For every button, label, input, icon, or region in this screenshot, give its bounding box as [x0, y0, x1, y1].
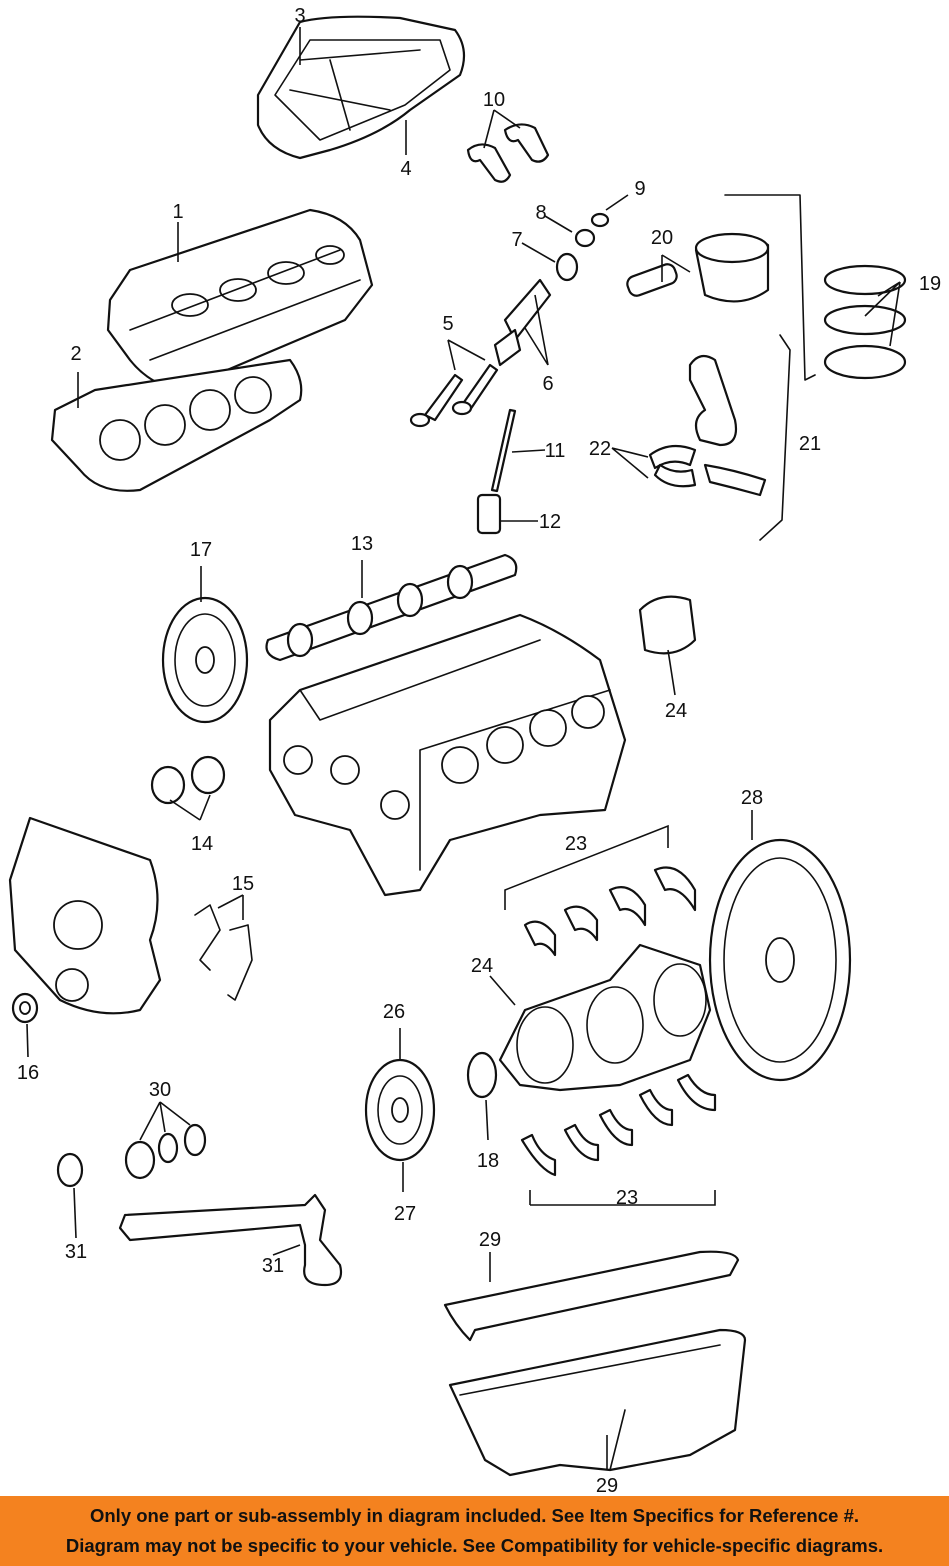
callout-31-upper: 30: [149, 1079, 171, 1101]
pushrod-and-lifter: [478, 410, 515, 533]
callout-19: 19: [919, 273, 941, 295]
main-bearings-upper: [525, 868, 695, 956]
callout-9: 9: [634, 178, 645, 200]
rocker-arms: [468, 124, 548, 181]
callout-18: 18: [477, 1150, 499, 1172]
bearing-sleeves: [152, 757, 224, 803]
callout-17: 17: [190, 539, 212, 561]
rod-bearings: [650, 446, 695, 486]
callout-1: 1: [172, 201, 183, 223]
seals-31: [58, 1125, 205, 1186]
callout-28: 28: [741, 787, 763, 809]
harmonic-balancer: [366, 1060, 434, 1160]
callout-4: 4: [400, 158, 411, 180]
callout-16: 16: [17, 1062, 39, 1084]
callout-29: 29: [596, 1475, 618, 1496]
timing-cover: [10, 818, 160, 1013]
valve-springs: [557, 214, 608, 280]
flywheel: [710, 840, 850, 1080]
head-gasket: [52, 360, 301, 491]
oil-pickup-tube: [120, 1195, 341, 1285]
cam-bearing: [640, 597, 695, 654]
callout-13: 13: [351, 533, 373, 555]
callout-23-upper: 23: [565, 833, 587, 855]
cylinder-head: [108, 210, 372, 390]
engine-parts-diagram: 3 4 10 1 2 5 6 7 8 9 20 19 21 22 11 12 1…: [0, 0, 949, 1496]
callout-14: 14: [191, 833, 213, 855]
callout-27: 27: [394, 1203, 416, 1225]
disclaimer-banner: Only one part or sub-assembly in diagram…: [0, 1496, 949, 1566]
callout-3: 3: [294, 5, 305, 27]
callout-24: 24: [471, 955, 493, 977]
callout-20: 20: [651, 227, 673, 249]
oil-pan: [450, 1330, 745, 1475]
callout-26: 26: [383, 1001, 405, 1023]
callout-15: 15: [232, 873, 254, 895]
callout-7: 7: [511, 229, 522, 251]
callout-11: 11: [545, 440, 566, 462]
callout-12: 12: [539, 511, 561, 533]
connecting-rod: [690, 335, 790, 540]
disclaimer-line-2: Diagram may not be specific to your vehi…: [0, 1531, 949, 1561]
piston: [625, 195, 815, 380]
callout-32: 31: [262, 1255, 284, 1277]
callout-8: 8: [535, 202, 546, 224]
crankshaft: [500, 945, 710, 1090]
callout-5: 5: [442, 313, 453, 335]
callout-30: 29: [479, 1229, 501, 1251]
cam-sprocket: [163, 598, 247, 722]
callout-6: 6: [542, 373, 553, 395]
callout-2: 2: [70, 343, 81, 365]
lifter-guides-and-bolts: [411, 280, 550, 426]
main-bearings-lower: [522, 1075, 715, 1175]
crank-gear: [468, 1053, 496, 1097]
disclaimer-line-1: Only one part or sub-assembly in diagram…: [0, 1501, 949, 1531]
callout-25: 24: [665, 700, 687, 722]
valve-cover: [258, 17, 464, 158]
callout-31-lower: 31: [65, 1241, 87, 1263]
oil-pan-gasket: [445, 1252, 738, 1340]
front-seal: [13, 994, 37, 1022]
callout-23-lower: 23: [616, 1187, 638, 1209]
callout-10: 10: [483, 89, 505, 111]
callout-22: 22: [589, 438, 611, 460]
callout-21: 21: [799, 433, 821, 455]
